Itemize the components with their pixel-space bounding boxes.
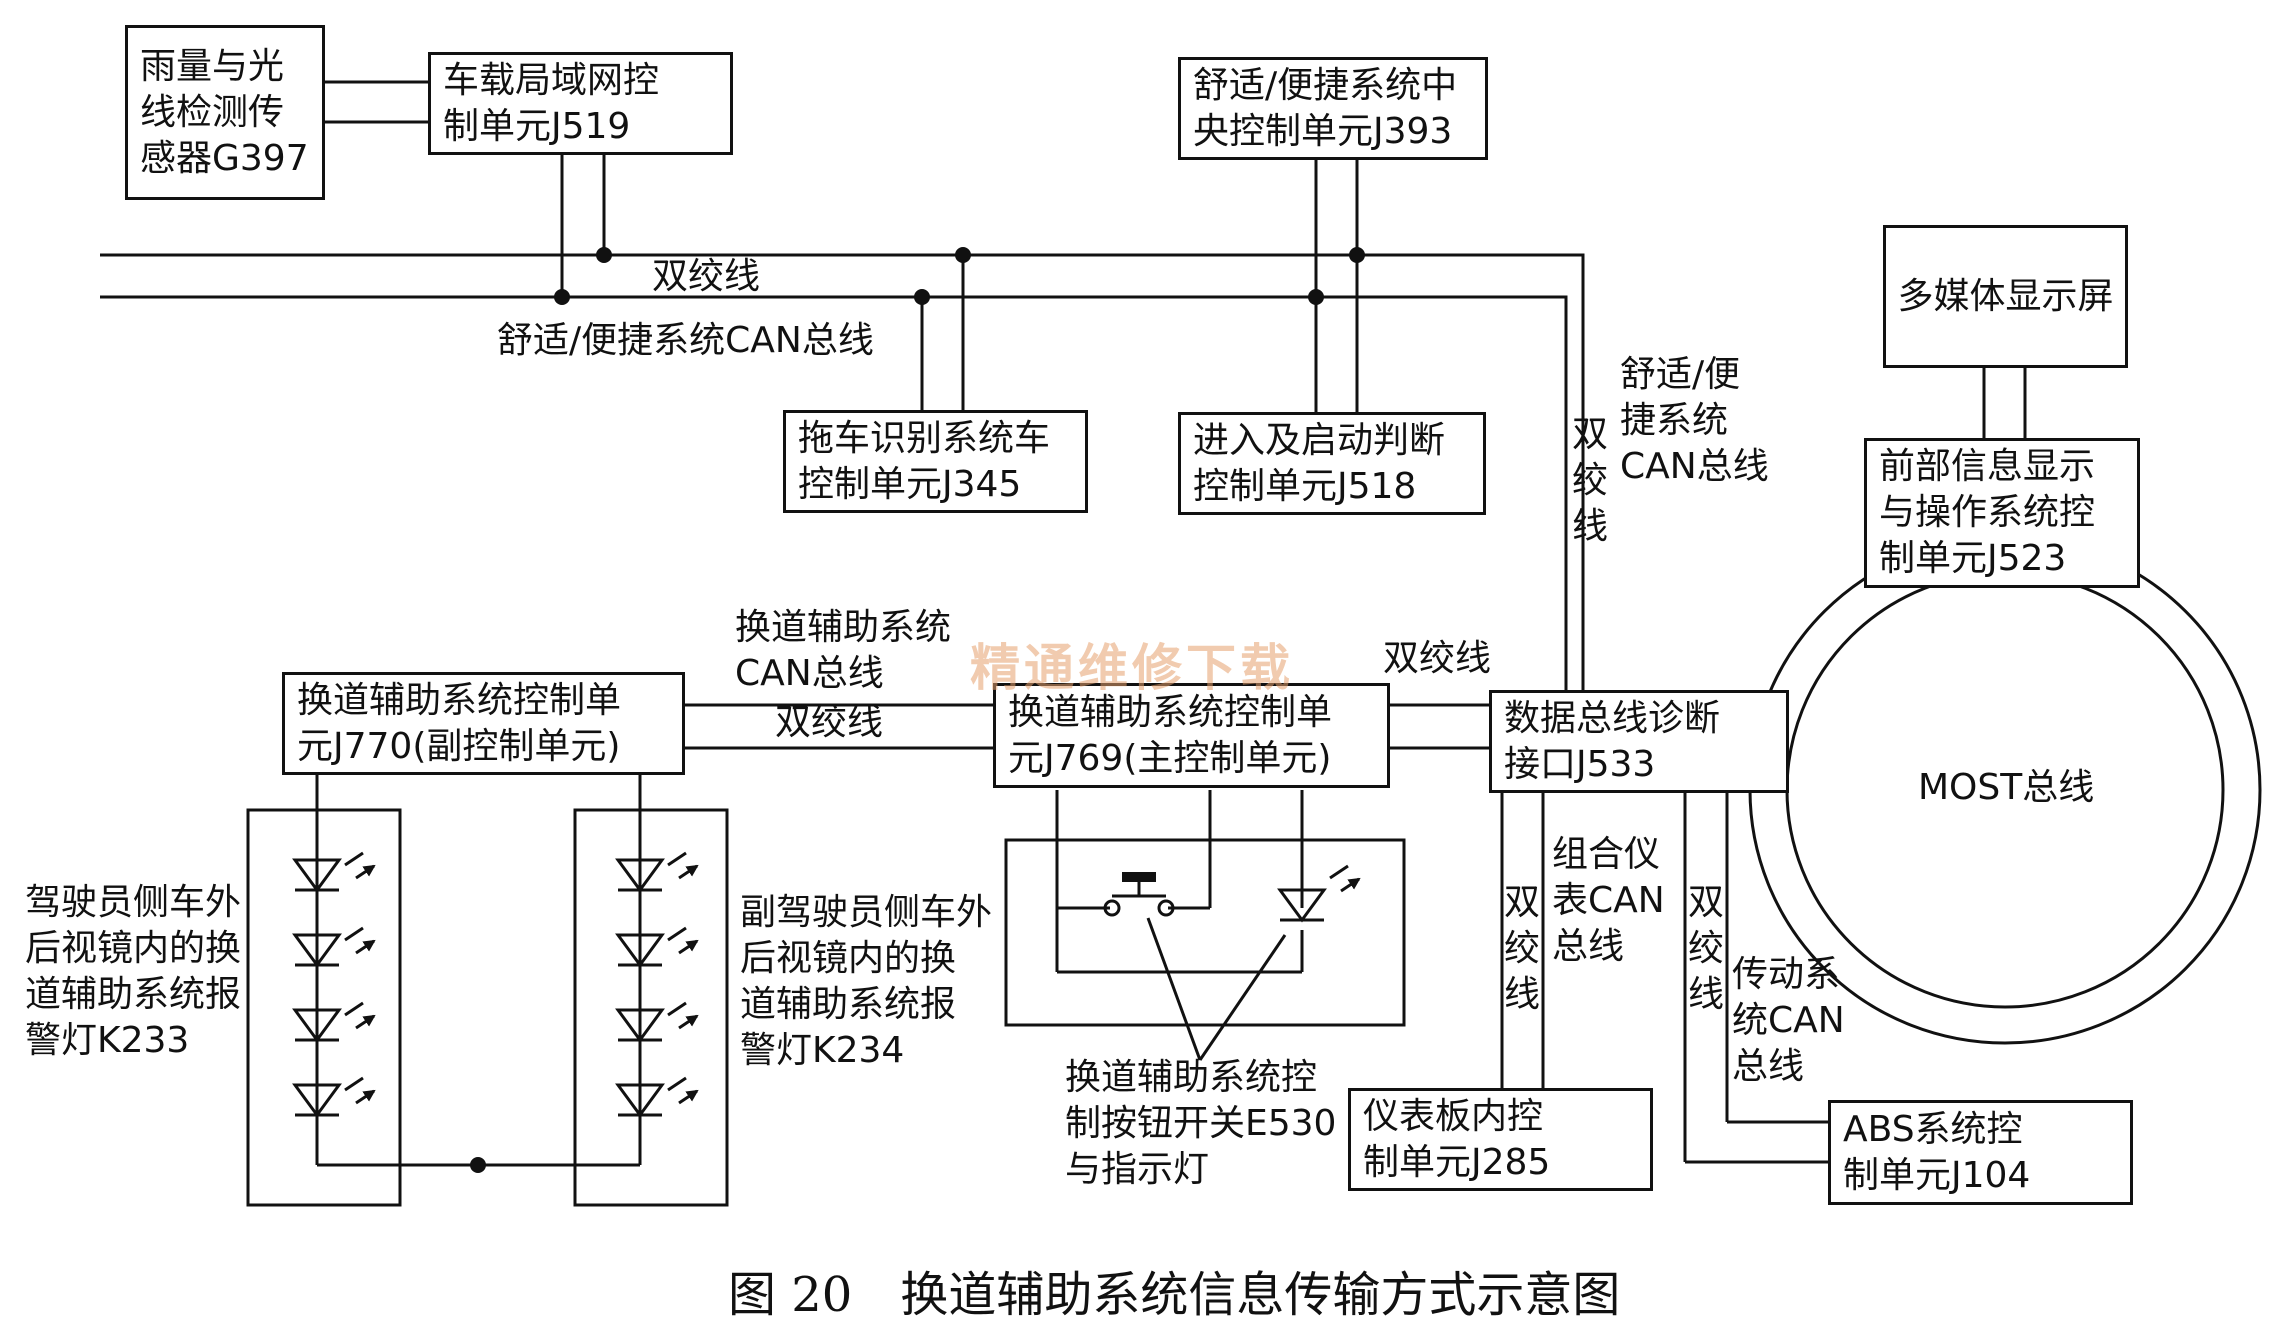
lamp-housing-k234: [573, 808, 729, 1207]
figure-caption: 图 20 换道辅助系统信息传输方式示意图: [728, 1267, 1621, 1323]
led-group-k234: [615, 851, 697, 1118]
box-j104: ABS系统控 制单元J104: [1828, 1100, 2133, 1205]
label-twisted-pair-mid: 双绞线: [775, 702, 884, 743]
box-j533: 数据总线诊断 接口J533: [1489, 690, 1789, 793]
box-j518: 进入及启动判断 控制单元J518: [1178, 412, 1486, 515]
switch-housing-e530: [1004, 838, 1406, 1027]
label-driver-lamp-k233: 驾驶员侧车外 后视镜内的换 道辅助系统报 警灯K233: [25, 882, 242, 1061]
label-most-bus: MOST总线: [1918, 767, 2095, 808]
bus-line-lower: [100, 295, 1568, 690]
box-j769: 换道辅助系统控制单 元J769(主控制单元): [993, 683, 1390, 788]
box-j519: 车载局域网控 制单元J519: [428, 52, 733, 155]
label-twisted-pair-vertical: 双绞线: [1571, 414, 1608, 547]
bus-line-upper: [100, 253, 1585, 690]
label-instrument-can: 组合仪 表CAN 总线: [1552, 834, 1665, 967]
label-switch-e530: 换道辅助系统控 制按钮开关E530 与指示灯: [1065, 1057, 1337, 1190]
indicator-led: [1277, 864, 1359, 923]
label-twisted-pair-j533: 双绞线: [1383, 638, 1492, 679]
box-j285: 仪表板内控 制单元J285: [1348, 1088, 1653, 1191]
label-twisted-pair-top: 双绞线: [652, 256, 761, 297]
box-j345: 拖车识别系统车 控制单元J345: [783, 410, 1088, 513]
label-passenger-lamp-k234: 副驾驶员侧车外 后视镜内的换 道辅助系统报 警灯K234: [740, 892, 993, 1071]
label-comfort-can-bus: 舒适/便捷系统CAN总线: [497, 320, 874, 361]
label-lane-assist-can: 换道辅助系统 CAN总线: [735, 607, 952, 694]
label-twisted-pair-j285: 双绞线: [1503, 882, 1540, 1015]
label-twisted-pair-j104: 双绞线: [1687, 882, 1724, 1015]
box-j523: 前部信息显示 与操作系统控 制单元J523: [1864, 438, 2140, 588]
box-j393: 舒适/便捷系统中 央控制单元J393: [1178, 57, 1488, 160]
lamp-housing-k233: [246, 808, 402, 1207]
box-sensor-g397: 雨量与光 线检测传 感器G397: [125, 25, 325, 200]
box-multimedia-display: 多媒体显示屏: [1883, 225, 2128, 368]
label-comfort-can-right: 舒适/便 捷系统 CAN总线: [1620, 354, 1769, 487]
box-j770: 换道辅助系统控制单 元J770(副控制单元): [282, 672, 685, 775]
label-drivetrain-can: 传动系 统CAN 总线: [1732, 954, 1845, 1087]
led-group-k233: [292, 851, 374, 1118]
watermark: 精通维修下载: [970, 639, 1294, 697]
